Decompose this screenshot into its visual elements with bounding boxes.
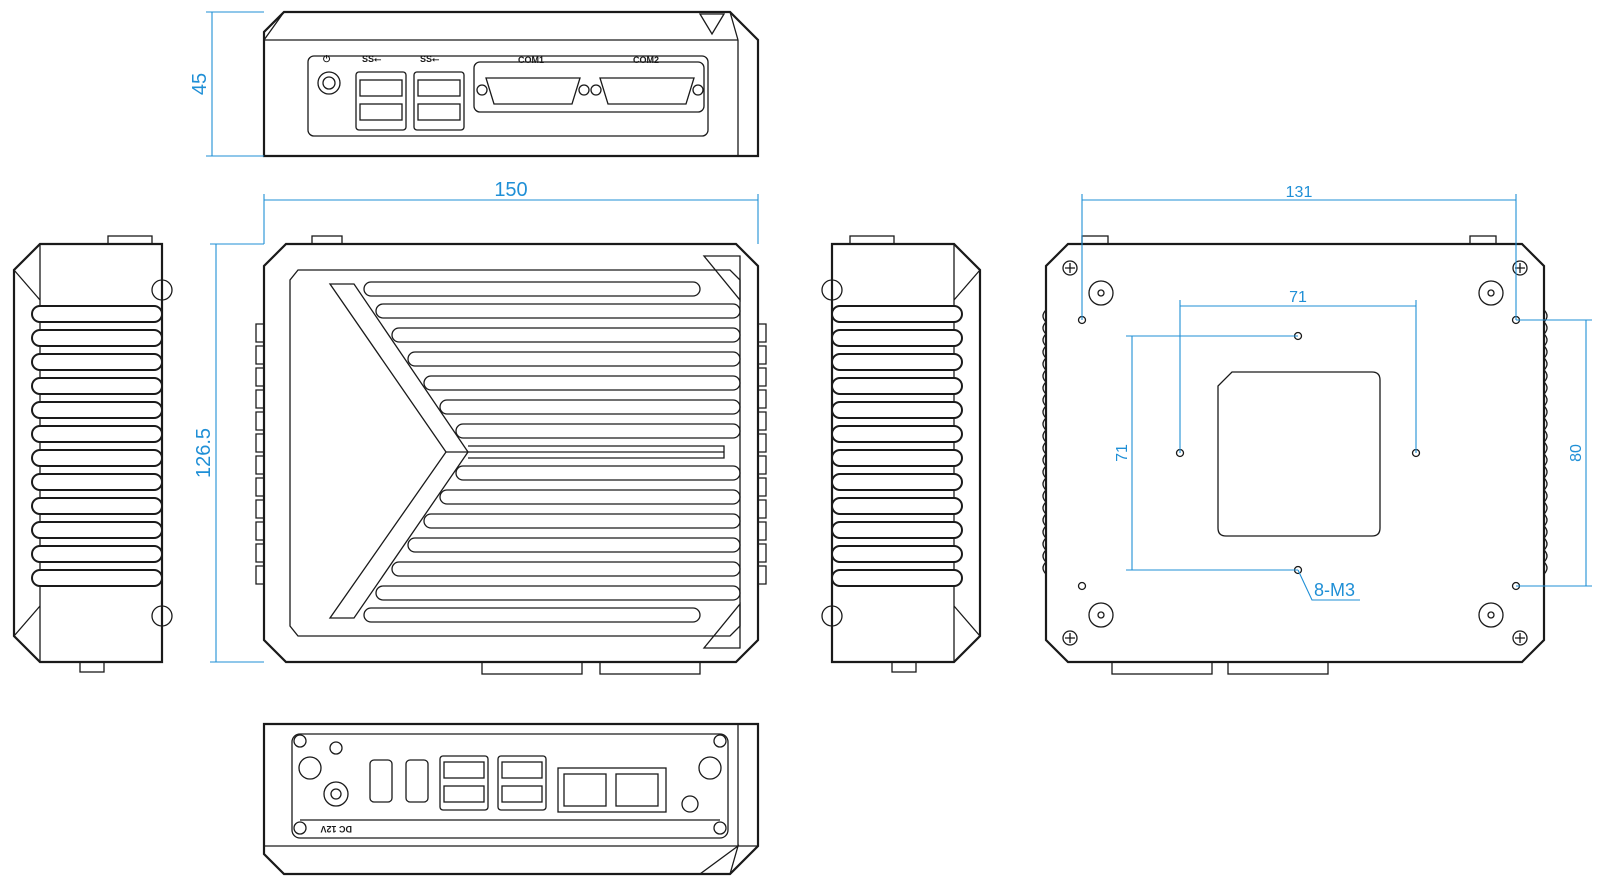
power-button-icon [317,71,341,95]
mount-inner-x-value: 71 [1289,289,1307,306]
svg-text:SS⭠: SS⭠ [362,54,382,64]
mount-width-dimension: 131 [1081,184,1517,320]
screw-callout: 8-M3 [1297,569,1360,601]
rubber-feet [1088,280,1504,628]
mounting-holes [1077,315,1521,591]
usb-ports-rear [439,755,547,811]
rear-view: DC 12V [262,722,760,876]
svg-text:SS⭠: SS⭠ [420,54,440,64]
top-view [255,235,767,675]
usb-ports-front: SS⭠ SS⭠ [355,54,465,131]
com2-port: COM2 [590,55,704,105]
mount-outer-y-dimension: 80 [1516,319,1592,587]
bottom-view [1042,235,1548,675]
width-dimension: 150 [263,179,759,244]
mount-width-value: 131 [1286,184,1313,201]
mount-inner-y-value: 71 [1114,444,1131,462]
depth-value: 126.5 [193,428,215,478]
height-value: 45 [189,73,211,95]
mount-inner-y-dimension: 71 [1114,335,1298,571]
left-side-view [12,235,173,673]
mount-outer-y-value: 80 [1568,444,1585,462]
bottom-view-notches [1042,309,1548,575]
svg-text:⏻: ⏻ [323,54,331,64]
top-view-slots [363,281,741,623]
right-side-view [821,235,982,673]
hdmi-ports [369,759,429,803]
width-value: 150 [494,179,527,201]
front-view: ⏻ SS⭠ SS⭠ COM1 COM2 [262,10,760,158]
corner-screw-icons [1062,260,1528,646]
com2-label: COM2 [633,55,659,65]
com1-port: COM1 [476,55,590,105]
lan-ports [557,767,667,813]
audio-jack-icon [681,795,699,813]
dc-jack-icon [323,781,349,807]
height-dimension: 45 [189,11,264,157]
rear-screw-icons [293,734,727,835]
top-view-fins [255,323,767,585]
left-side-fins [31,305,163,587]
right-side-fins [831,305,963,587]
depth-dimension: 126.5 [193,243,264,663]
dc-label: DC 12V [320,824,352,834]
com1-label: COM1 [518,55,544,65]
screw-spec: 8-M3 [1314,580,1355,600]
mount-inner-x-dimension: 71 [1179,289,1417,453]
